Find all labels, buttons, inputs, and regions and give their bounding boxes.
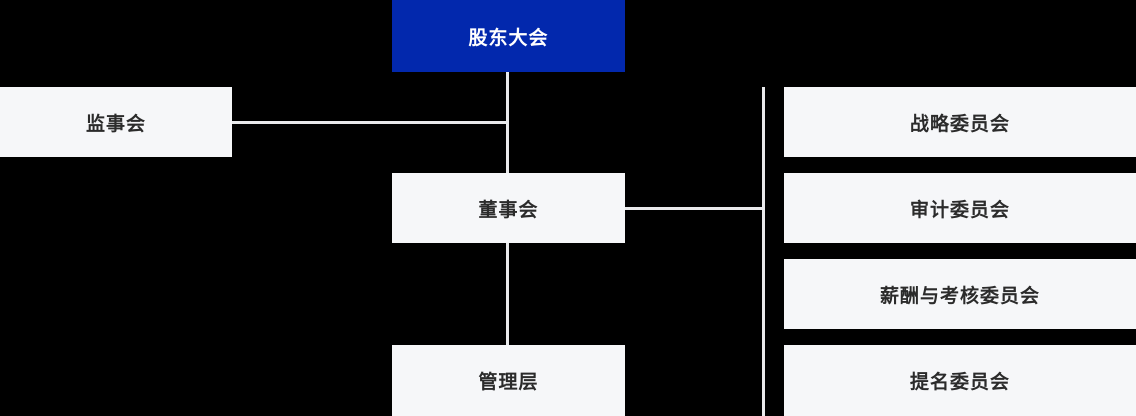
node-management[interactable]: 管理层	[392, 345, 625, 416]
connector-board-to-committees	[625, 207, 765, 210]
connector-committee-spine	[762, 87, 765, 416]
node-committee-nomination[interactable]: 提名委员会	[784, 345, 1136, 416]
node-shareholders-meeting[interactable]: 股东大会	[392, 0, 625, 72]
node-committee-audit[interactable]: 审计委员会	[784, 173, 1136, 243]
node-committee-nomination-label: 提名委员会	[909, 372, 1010, 393]
node-board-of-supervisors[interactable]: 监事会	[0, 87, 232, 157]
node-committee-strategy-label: 战略委员会	[909, 113, 1010, 135]
node-board-of-supervisors-label: 监事会	[85, 113, 146, 135]
connector-shareholders-to-supervisors	[232, 121, 509, 124]
node-committee-strategy[interactable]: 战略委员会	[784, 87, 1136, 157]
node-committee-audit-label: 审计委员会	[909, 199, 1010, 221]
node-committee-compensation[interactable]: 薪酬与考核委员会	[784, 259, 1136, 329]
node-management-label: 管理层	[478, 372, 539, 393]
node-committee-compensation-label: 薪酬与考核委员会	[879, 285, 1040, 307]
node-board-of-directors-label: 董事会	[478, 199, 539, 221]
node-shareholders-meeting-label: 股东大会	[468, 27, 549, 49]
connector-board-to-management	[506, 243, 509, 345]
node-board-of-directors[interactable]: 董事会	[392, 173, 625, 243]
